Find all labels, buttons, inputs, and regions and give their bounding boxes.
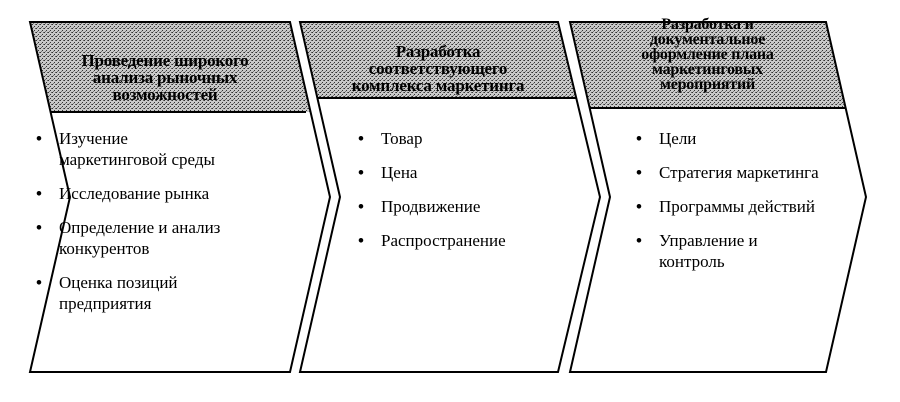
list-item-label: Цели: [659, 129, 697, 148]
list-item: • Изучение маркетинговой среды: [36, 128, 276, 170]
list-item: • Программы действий: [636, 196, 866, 217]
bullet: •: [358, 129, 364, 148]
bullet: •: [636, 231, 642, 250]
list-item-label: Распространение: [381, 231, 506, 250]
list-item-label: Продвижение: [381, 197, 481, 216]
list-item: • Распространение: [358, 230, 578, 251]
bullet: •: [36, 184, 42, 203]
bullet: •: [358, 231, 364, 250]
bullet: •: [36, 273, 42, 292]
list-item: • Исследование рынка: [36, 183, 276, 204]
list-item-label: Исследование рынка: [59, 184, 210, 203]
stage-1-items: • Изучение маркетинговой среды • Исследова…: [36, 128, 276, 327]
stage-1-chevron: [28, 21, 332, 373]
list-item-label: Цена: [381, 163, 418, 182]
list-item: • Товар: [358, 128, 578, 149]
bullet: •: [358, 197, 364, 216]
bullet: •: [636, 197, 642, 216]
list-item-label: Оценка позиций предприятия: [59, 273, 178, 313]
list-item: • Определение и анализ конкурентов: [36, 217, 276, 259]
list-item-label: Определение и анализ конкурентов: [59, 218, 221, 258]
list-item: • Оценка позиций предприятия: [36, 272, 276, 314]
list-item-label: Стратегия маркетинга: [659, 163, 819, 182]
stage-3-chevron: [568, 21, 868, 373]
bullet: •: [36, 218, 42, 237]
list-item-label: Товар: [381, 129, 423, 148]
list-item: • Цена: [358, 162, 578, 183]
stage-2-chevron: [298, 21, 602, 373]
list-item: • Стратегия маркетинга: [636, 162, 866, 183]
stage-1-header: Проведение широкого анализа рыночных воз…: [81, 51, 249, 104]
list-item: • Цели: [636, 128, 866, 149]
stage-2-header: Разработка соответствующего комплекса ма…: [351, 42, 525, 95]
bullet: •: [636, 129, 642, 148]
list-item: • Продвижение: [358, 196, 578, 217]
list-item-label: Управление и контроль: [659, 231, 758, 271]
bullet: •: [36, 129, 42, 148]
list-item-label: Программы действий: [659, 197, 815, 216]
list-item-label: Изучение маркетинговой среды: [59, 129, 215, 169]
stage-2-items: • Товар • Цена • Продвижение • Распространен…: [358, 128, 578, 264]
stage-3-header: Разработка и документальное оформление п…: [641, 16, 774, 93]
bullet: •: [358, 163, 364, 182]
list-item: • Управление и контроль: [636, 230, 866, 272]
stage-3-items: • Цели • Стратегия маркетинга • Программы д…: [636, 128, 866, 285]
bullet: •: [636, 163, 642, 182]
